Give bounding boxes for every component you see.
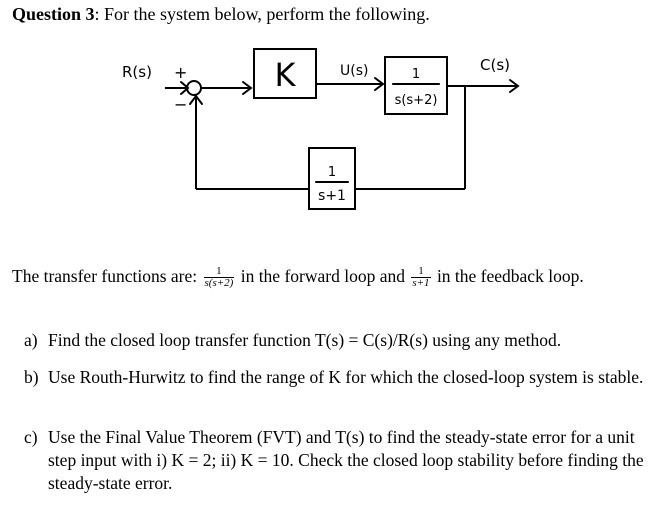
feedback-numerator: 1 bbox=[328, 165, 336, 180]
input-label: R(s) bbox=[122, 63, 152, 81]
feedback-fraction-denominator: s+1 bbox=[411, 277, 431, 290]
transfer-prefix: The transfer functions are: bbox=[12, 266, 198, 286]
feedback-fraction-numerator: 1 bbox=[418, 265, 424, 278]
question-b-text: Use Routh-Hurwitz to find the range of K… bbox=[48, 367, 644, 387]
question-label: Question 3 bbox=[12, 4, 95, 24]
question-a: a) Find the closed loop transfer functio… bbox=[24, 329, 644, 353]
plus-sign: + bbox=[174, 63, 187, 82]
question-heading-text: : For the system below, perform the foll… bbox=[94, 4, 430, 24]
question-c: c) Use the Final Value Theorem (FVT) and… bbox=[24, 426, 644, 498]
block-diagram: R(s) + − K U(s) 1 s(s+2) C(s) 1 s+1 bbox=[122, 48, 520, 210]
arrow-into-gain bbox=[242, 81, 253, 95]
output-label: C(s) bbox=[480, 56, 510, 74]
gain-block bbox=[253, 48, 317, 99]
plant-numerator: 1 bbox=[412, 67, 420, 82]
forward-denominator: s(s+2) bbox=[203, 277, 235, 290]
gain-label: K bbox=[275, 56, 297, 94]
forward-numerator: 1 bbox=[216, 265, 222, 278]
question-b: b) Use Routh-Hurwitz to find the range o… bbox=[24, 366, 644, 414]
question-b-label: b) bbox=[24, 367, 39, 387]
question-a-label: a) bbox=[24, 330, 38, 350]
plant-denominator: s(s+2) bbox=[395, 93, 438, 108]
arrow-into-feedback-junction bbox=[189, 94, 203, 105]
arrow-output bbox=[509, 79, 520, 93]
minus-sign: − bbox=[174, 95, 187, 114]
transfer-suffix: in the feedback loop. bbox=[436, 266, 584, 286]
question-title: Question 3: For the system below, perfor… bbox=[12, 4, 430, 25]
arrow-into-plant bbox=[374, 77, 385, 91]
question-c-label: c) bbox=[24, 427, 38, 447]
question-a-text: Find the closed loop transfer function T… bbox=[48, 330, 562, 350]
question-c-text: Use the Final Value Theorem (FVT) and T(… bbox=[48, 427, 644, 493]
transfer-middle: in the forward loop and bbox=[240, 266, 405, 286]
feedback-block bbox=[308, 147, 356, 210]
feedback-denominator: s+1 bbox=[318, 188, 346, 204]
signal-label: U(s) bbox=[340, 63, 368, 79]
arrow-into-junction bbox=[180, 81, 190, 95]
